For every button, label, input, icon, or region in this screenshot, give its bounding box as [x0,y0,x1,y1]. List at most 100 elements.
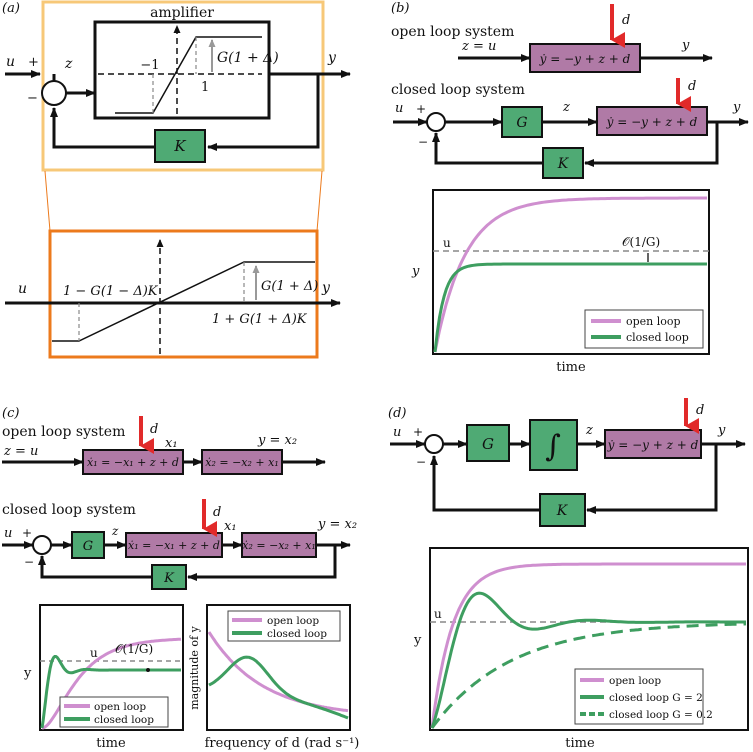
c-u-label: u [4,526,12,541]
c-closed-title: closed loop system [2,502,136,518]
c-plot1-ylabel: y [23,666,32,681]
d-feedback-return [430,455,540,512]
panel-d-label: (d) [388,406,406,421]
b-open-loop-curve [433,196,707,353]
b-feedback-return [432,132,543,165]
b-G-block [501,106,543,138]
panel-a: (a) amplifier −1 1 G(1 + Δ) u + − z y K [2,0,351,359]
panel-d: (d) u + − G ∫ z ẏ = −y + z + d d y K y t… [388,398,749,751]
c-closed-y-label: y = x₂ [317,517,357,532]
d-closed-loop-G2-curve [430,591,746,729]
c-plot2-legend-closed: closed loop [267,628,327,640]
d-plot-xlabel: time [565,736,595,751]
b-open-title: open loop system [391,24,514,40]
c-G-block [71,531,105,559]
c-plot2-legend-open: open loop [267,615,319,627]
a-lower-input-label: u [18,281,27,297]
d-plus: + [413,425,423,439]
b-closed-plant-eq: ẏ = −y + z + d [606,115,698,129]
b-plot-xlabel: time [556,360,586,375]
c-freq-closed-loop-curve [208,655,349,720]
d-summing-junction [424,434,444,454]
a-K-label: K [173,137,186,155]
b-closed-y-label: y [732,100,741,115]
d-plot-u-label: u [434,607,442,621]
b-open-input: z = u [461,39,496,54]
b-plot-order-label: 𝒪(1/G) [622,235,660,249]
c-minus: − [24,555,34,569]
c-plot2-ylabel: magnitude of y [188,625,201,709]
b-open-y-label: y [681,38,690,53]
c-closed-d-label: d [213,505,221,520]
a-lower-output-label: y [321,280,331,296]
b-feedback-path [584,122,719,167]
d-legend-g02: closed loop G = 0.2 [609,709,713,721]
d-integrator-block [529,419,578,471]
c-closed-x1-label: x₁ [224,519,237,534]
a-plus: + [28,55,39,70]
c-order-marker [146,668,150,672]
panel-b-label: (b) [391,1,409,16]
zoom-line-left [44,170,51,232]
d-feedback-path [586,444,718,514]
c-open-d-label: d [150,422,158,437]
a-z-label: z [64,56,73,72]
amp-gain-label: G(1 + Δ) [217,50,279,66]
c-plot1-legend [59,696,169,728]
d-K-label: K [556,503,569,519]
panel-c-label: (c) [2,406,19,421]
d-plant-eq: ẏ = −y + z + d [607,438,699,452]
b-u-label: u [395,101,403,116]
a-lower-right-label: 1 + G(1 + Δ)K [212,312,308,327]
c-freq-open-loop-curve [207,631,349,713]
c-open-eq2: ẋ₂ = −x₂ + x₁ [205,456,278,469]
b-legend [584,309,704,349]
amplifier-highlight-frame [41,0,325,172]
c-plot1-u-label: u [90,646,98,660]
a-input-label: u [6,54,15,70]
d-plot-ylabel: y [413,633,422,648]
a-feedback-path [207,74,320,151]
c-plot2-xlabel: frequency of d (rad s⁻¹) [205,736,360,751]
d-plant-block [604,429,702,459]
amp-neg-one: −1 [140,58,159,73]
d-legend-open: open loop [609,675,661,687]
a-lower-gain-label: G(1 + Δ) [261,279,318,294]
d-z-label: z [585,423,593,438]
c-K-label: K [163,571,175,586]
c-G-label: G [83,539,93,554]
a-minus: − [27,91,38,106]
d-G-label: G [482,435,494,453]
c-plot1-xlabel: time [96,736,126,751]
d-open-loop-curve [430,562,746,729]
a-lower-curve [52,261,315,342]
c-closed-loop-curve [40,655,181,729]
c-open-x1-label: x₁ [165,436,178,451]
c-z-label: z [111,524,119,538]
d-closed-loop-G02-curve [430,622,747,729]
b-G-label: G [516,115,527,131]
d-integrator-label: ∫ [545,429,561,464]
d-K-block [539,493,586,527]
a-lower-left-label: 1 − G(1 − Δ)K [63,284,159,299]
b-closed-loop-curve [433,262,707,353]
amplifier-title: amplifier [150,5,214,21]
c-plot1-legend-closed: closed loop [94,714,154,726]
b-closed-d-label: d [688,79,696,94]
b-minus: − [418,135,428,149]
c-open-y-label: y = x₂ [257,433,297,448]
c-summing-junction [32,535,52,555]
amp-one: 1 [201,80,209,95]
c-feedback-return [38,555,152,579]
b-plot-ylabel: y [411,264,420,279]
c-closed-eq2: ẋ₂ = −x₂ + x₁ [242,539,315,552]
b-open-d-label: d [622,13,630,28]
c-plot1-legend-open: open loop [94,701,146,713]
b-legend-closed: closed loop [626,331,689,344]
amplifier-block [93,20,271,120]
d-u-label: u [393,425,401,440]
panel-b: (b) open loop system z = u ẏ = −y + z + … [391,1,749,375]
b-z-label: z [562,100,570,115]
c-open-plant1-block [82,449,184,475]
